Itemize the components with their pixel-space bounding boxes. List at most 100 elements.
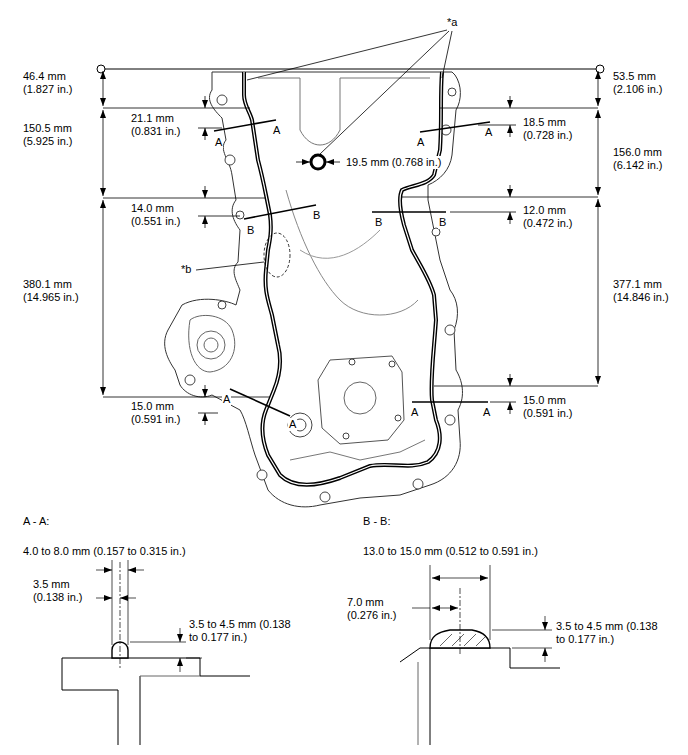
dimension-line (598, 71, 599, 106)
section-a-profile (62, 658, 250, 690)
dimension-label: 3.5 mm (0.138 in.) (32, 578, 94, 604)
cover-housing (290, 440, 425, 460)
dimension-line (103, 108, 250, 109)
bolt-hole (445, 325, 455, 335)
dimension-line (510, 185, 511, 197)
bolt-hole (236, 211, 244, 219)
dimension-line (103, 71, 104, 106)
section-letter: B (246, 224, 255, 237)
dimension-line (205, 413, 206, 425)
cover-housing (204, 338, 218, 352)
dimension-line (198, 413, 218, 414)
callout-label: *a (446, 16, 458, 29)
section-b-profile (545, 648, 546, 662)
section-b-profile (490, 565, 491, 640)
dimension-label: 15.0 mm (0.591 in.) (522, 394, 584, 420)
reference-line (97, 65, 105, 73)
callout-label: *b (180, 263, 192, 276)
dimension-label: 7.0 mm (0.276 in.) (346, 596, 408, 622)
sealant-bead (244, 72, 442, 485)
dimension-label: 3.5 to 4.5 mm (0.138 to 0.177 in.) (188, 618, 296, 644)
section-b-profile (432, 578, 488, 579)
dimension-line (598, 199, 599, 384)
section-b-profile (400, 565, 560, 745)
dimension-label: 18.5 mm (0.728 in.) (522, 116, 584, 142)
section-b-profile (512, 648, 552, 649)
bolt-hole (445, 415, 455, 425)
dimension-line (205, 216, 206, 228)
section-b-profile (418, 662, 419, 745)
section-b-profile (440, 634, 486, 646)
sealant-bead (244, 72, 442, 485)
section-a-profile (180, 628, 181, 642)
dimension-line (205, 385, 206, 397)
section-letter: A (288, 418, 297, 431)
dimension-line (205, 96, 206, 108)
section-a-profile (120, 598, 136, 599)
bolt-hole (185, 375, 195, 385)
section-a-profile (130, 642, 186, 643)
leader-line (247, 30, 447, 80)
cover-housing (165, 72, 463, 507)
cover-housing (344, 382, 376, 414)
bolt-hole (432, 228, 440, 236)
dimension-line (198, 216, 240, 217)
dimension-label: 377.1 mm (14.846 in.) (612, 278, 678, 304)
section-b-profile (460, 588, 461, 656)
section-b-profile (432, 608, 458, 609)
dimension-line (434, 386, 598, 387)
dimension-label: 15.0 mm (0.591 in.) (130, 400, 192, 426)
section-letter: B (374, 216, 383, 229)
cover-housing (288, 413, 312, 437)
reference-line (596, 65, 604, 73)
section-a-profile (112, 560, 113, 645)
section-b-profile (430, 565, 431, 640)
section-letter: A (482, 406, 491, 419)
section-letter: A (410, 406, 419, 419)
dimension-label: 14.0 mm (0.551 in.) (130, 202, 192, 228)
section-cut-line (420, 122, 490, 132)
dimension-label: 380.1 mm (14.965 in.) (22, 278, 88, 304)
section-b-profile (400, 648, 560, 668)
section-title: B - B: (362, 515, 392, 528)
bolt-hole (349, 359, 355, 365)
section-cut-line (412, 401, 488, 403)
dimension-line (198, 128, 222, 129)
dimension-line (103, 110, 104, 196)
dimension-line (510, 96, 511, 108)
section-cut-line (244, 205, 316, 219)
section-a-profile (62, 690, 118, 745)
dimension-label: 156.0 mm (6.142 in.) (612, 146, 678, 172)
section-a-profile (120, 562, 121, 668)
section-b-profile (412, 608, 430, 609)
dimension-label: 13.0 to 15.0 mm (0.512 to 0.591 in.) (362, 545, 539, 558)
section-b-profile (430, 648, 431, 745)
sealant-bead (311, 155, 325, 169)
dimension-label: 21.1 mm (0.831 in.) (130, 112, 192, 138)
section-a-profile (128, 560, 129, 645)
section-a-profile (180, 658, 181, 672)
dimension-line (103, 71, 598, 425)
section-cut-line (214, 120, 276, 131)
leader-line (264, 233, 290, 277)
cover-housing (300, 230, 380, 258)
dimension-line (510, 212, 511, 224)
section-title: A - A: (22, 515, 50, 528)
dimension-line (510, 125, 511, 137)
bolt-hole (225, 155, 235, 165)
section-letter: A (222, 393, 231, 406)
dimension-line (103, 198, 266, 199)
section-cut-line (214, 120, 490, 416)
section-a-profile (128, 570, 144, 571)
dimension-label: 19.5 mm (0.768 in.) (345, 156, 442, 169)
section-b-profile (545, 616, 546, 630)
dimension-label: 53.5 mm (2.106 in.) (612, 70, 674, 96)
section-cut-line (230, 389, 290, 416)
leader-line (196, 262, 264, 270)
dimension-line (205, 128, 206, 140)
dimension-line (103, 200, 104, 395)
section-a-profile (140, 676, 141, 745)
bolt-hole (448, 88, 456, 96)
bolt-hole (185, 88, 456, 502)
